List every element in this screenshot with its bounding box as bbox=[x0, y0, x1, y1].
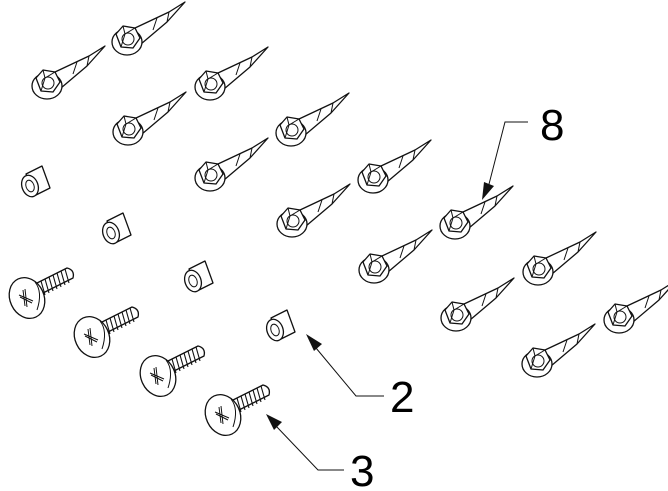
spacer bbox=[181, 260, 214, 295]
callout-label-2: 2 bbox=[390, 373, 414, 422]
hex-screw bbox=[439, 185, 514, 240]
truss-screw-group bbox=[2, 267, 271, 442]
arrowhead bbox=[482, 182, 494, 200]
spacer bbox=[99, 212, 132, 247]
truss-screw bbox=[2, 267, 75, 325]
spacer bbox=[263, 309, 296, 344]
arrowhead bbox=[266, 414, 282, 430]
spacer bbox=[18, 165, 51, 200]
callout-2: 2 bbox=[306, 334, 414, 422]
hex-screw bbox=[358, 229, 433, 284]
arrowhead bbox=[306, 334, 322, 351]
hex-screw bbox=[275, 92, 350, 147]
truss-screw bbox=[133, 345, 206, 403]
hex-screw bbox=[112, 91, 187, 146]
hex-screw bbox=[31, 45, 106, 100]
hex-screw bbox=[522, 231, 597, 286]
leader-line bbox=[487, 121, 528, 189]
hex-screw bbox=[194, 46, 269, 101]
callout-3: 3 bbox=[266, 414, 374, 491]
leader-line bbox=[275, 425, 344, 471]
hex-screw bbox=[194, 137, 269, 192]
spacer-group bbox=[18, 165, 296, 344]
hex-screw bbox=[357, 139, 432, 194]
leader-line bbox=[315, 347, 384, 397]
hex-screw bbox=[603, 279, 668, 334]
hex-screw bbox=[276, 183, 351, 238]
hex-screw bbox=[521, 323, 596, 378]
callout-label-3: 3 bbox=[350, 447, 374, 491]
hex-screw bbox=[111, 1, 186, 56]
callout-label-8: 8 bbox=[540, 101, 564, 150]
truss-screw bbox=[198, 384, 271, 442]
callout-8: 8 bbox=[482, 101, 564, 200]
truss-screw bbox=[67, 306, 140, 364]
hex-screw bbox=[440, 277, 515, 332]
